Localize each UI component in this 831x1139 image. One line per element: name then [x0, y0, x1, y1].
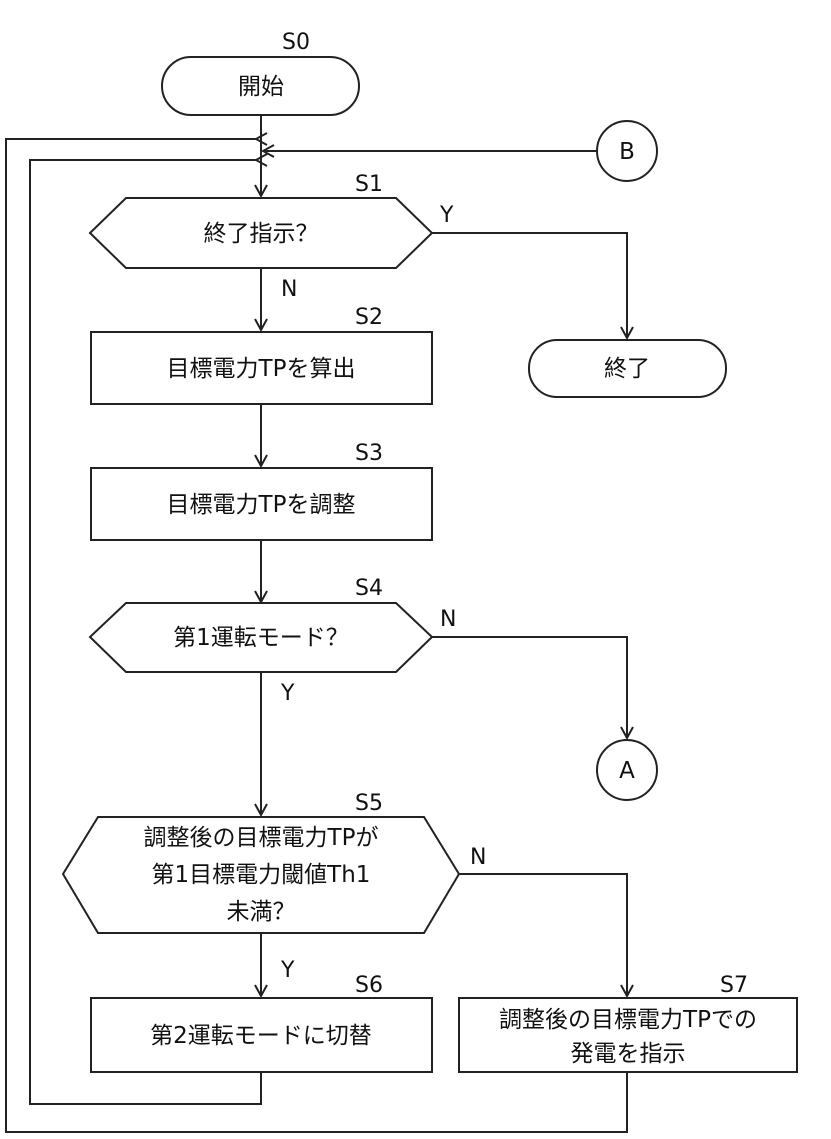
step-s6: S6 [355, 973, 383, 998]
process-s7-line1: 調整後の目標電力TPでの [499, 1007, 757, 1033]
decision-s1: 終了指示？ [90, 198, 432, 268]
process-s7: 調整後の目標電力TPでの 発電を指示 [459, 998, 797, 1072]
decision-s4: 第1運転モード？ [90, 603, 432, 672]
process-s7-line2: 発電を指示 [571, 1041, 686, 1067]
process-s6: 第2運転モードに切替 [91, 998, 432, 1072]
decision-s1-label: 終了指示？ [204, 221, 319, 247]
step-s4: S4 [355, 576, 383, 601]
s1-no-label: N [281, 277, 297, 302]
step-s2: S2 [355, 305, 383, 330]
process-s2-label: 目標電力TPを算出 [167, 356, 356, 382]
decision-s5: 調整後の目標電力TPが 第1目標電力閾値Th1 未満？ [63, 817, 459, 933]
s5-yes-label: Y [280, 958, 295, 983]
decision-s4-label: 第1運転モード？ [173, 625, 349, 651]
s4-yes-label: Y [280, 681, 295, 706]
s1-yes-label: Y [439, 203, 454, 228]
edge-s5-no-s7 [459, 874, 627, 996]
process-s3-label: 目標電力TPを調整 [167, 492, 356, 518]
process-s3: 目標電力TPを調整 [91, 468, 432, 540]
decision-s5-line2: 第1目標電力閾値Th1 [152, 862, 371, 888]
edge-s1-yes-end [432, 233, 627, 338]
start-label: 開始 [238, 74, 284, 100]
s5-no-label: N [470, 845, 486, 870]
process-s6-label: 第2運転モードに切替 [150, 1023, 372, 1049]
decision-s5-line3: 未満？ [227, 899, 296, 925]
connector-b: B [597, 121, 657, 181]
connector-a-label: A [619, 758, 635, 784]
step-s3: S3 [355, 441, 383, 466]
start-terminal: 開始 [162, 57, 359, 115]
decision-s5-line1: 調整後の目標電力TPが [144, 825, 379, 851]
connector-b-label: B [619, 139, 635, 165]
step-s1: S1 [355, 172, 383, 197]
end-label: 終了 [604, 356, 650, 382]
step-s7: S7 [720, 973, 748, 998]
connector-a: A [597, 740, 657, 800]
end-terminal: 終了 [529, 340, 726, 397]
step-s5: S5 [355, 791, 383, 816]
s4-no-label: N [440, 607, 456, 632]
process-s2: 目標電力TPを算出 [91, 332, 432, 404]
step-s0: S0 [282, 30, 310, 55]
edge-s4-no-a [432, 637, 627, 738]
